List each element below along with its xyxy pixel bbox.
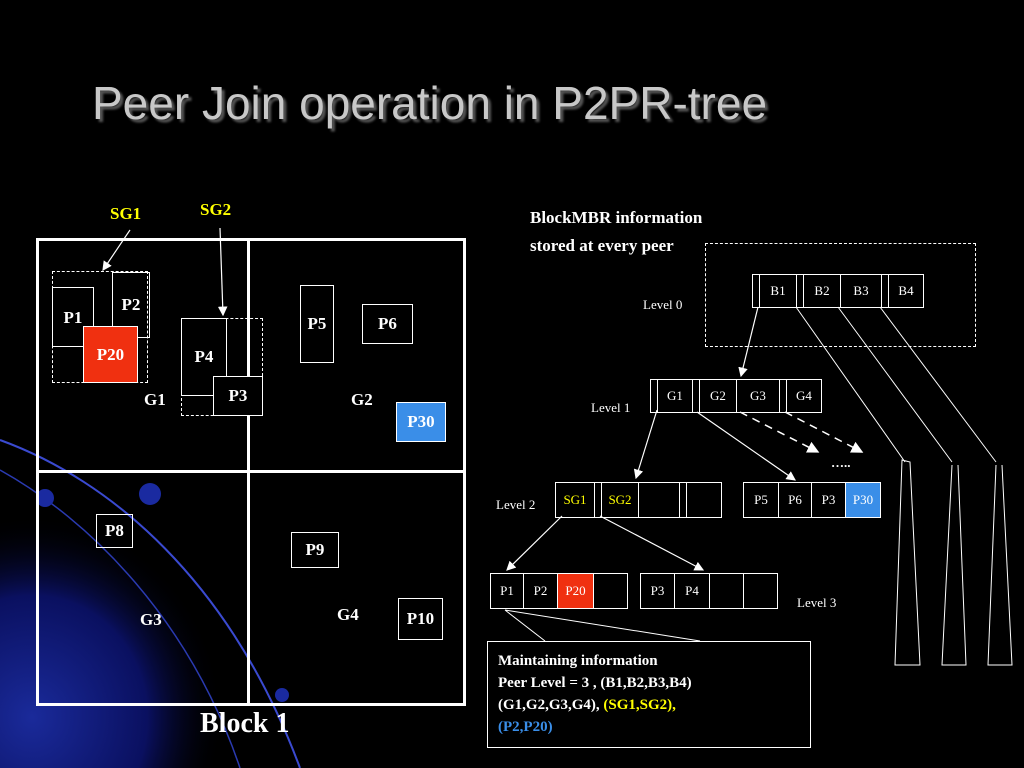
blockmbr-region xyxy=(705,243,976,347)
maintaining-info-box: Maintaining information Peer Level = 3 ,… xyxy=(487,641,811,748)
level-0-label: Level 0 xyxy=(643,297,683,312)
peer-p8[interactable]: P8 xyxy=(96,514,133,548)
level1-cell-g2[interactable]: G2 xyxy=(699,379,737,413)
level-2-label: Level 2 xyxy=(496,497,536,512)
level2-cell-p30[interactable]: P30 xyxy=(845,482,881,518)
peer-p5-label: P5 xyxy=(307,314,327,333)
info-line-2: Peer Level = 3 , (B1,B2,B3,B4) xyxy=(498,675,692,691)
peer-p2-label: P2 xyxy=(121,295,141,314)
info-line-1: Maintaining information xyxy=(498,653,658,669)
peer-p6-label: P6 xyxy=(378,314,397,333)
level2-cell-empty-2 xyxy=(686,482,722,518)
level0-cell-b2-label[interactable]: B2 xyxy=(803,274,841,308)
level2-cell-p5[interactable]: P5 xyxy=(743,482,779,518)
info-line-3: (G1,G2,G3,G4), (SG1,SG2), xyxy=(498,694,800,716)
group-g2-label: G2 xyxy=(351,390,373,409)
level3-cell-empty-2 xyxy=(709,573,744,609)
level3-cell-p2[interactable]: P2 xyxy=(523,573,558,609)
group-g4-label: G4 xyxy=(337,605,359,624)
level3-cell-p20[interactable]: P20 xyxy=(557,573,594,609)
level3-cell-empty-3 xyxy=(743,573,778,609)
peer-p9[interactable]: P9 xyxy=(291,532,339,568)
peer-p9-label: P9 xyxy=(305,540,325,559)
group-g1-label: G1 xyxy=(144,390,166,409)
level3-cell-p4[interactable]: P4 xyxy=(674,573,710,609)
peer-p10-label: P10 xyxy=(406,609,435,628)
sg2-label: SG2 xyxy=(200,200,232,219)
info-line-3-groups: (G1,G2,G3,G4), xyxy=(498,697,600,713)
peer-p20[interactable]: P20 xyxy=(83,326,138,383)
peer-p3[interactable]: P3 xyxy=(213,376,263,416)
level2-cell-empty-1 xyxy=(638,482,680,518)
level2-cell-sg1[interactable]: SG1 xyxy=(555,482,595,518)
level-3-label: Level 3 xyxy=(797,595,837,610)
peer-p1[interactable]: P1 xyxy=(52,287,94,347)
level2-cell-p6[interactable]: P6 xyxy=(778,482,812,518)
level1-cell-g4[interactable]: G4 xyxy=(786,379,822,413)
block-horizontal-divider xyxy=(38,470,464,473)
tree-heading-line2: stored at every peer xyxy=(530,236,674,255)
level1-cell-g3[interactable]: G3 xyxy=(736,379,780,413)
info-line-4: (P2,P20) xyxy=(498,719,553,735)
sg1-label: SG1 xyxy=(110,204,142,223)
level3-cell-p3[interactable]: P3 xyxy=(640,573,675,609)
tree-heading-line1: BlockMBR information xyxy=(530,208,703,227)
block-1-map xyxy=(36,238,466,706)
level0-cell-b4-label[interactable]: B4 xyxy=(888,274,924,308)
peer-p5[interactable]: P5 xyxy=(300,285,334,363)
block-caption: Block 1 xyxy=(200,708,290,739)
level3-cell-empty-1 xyxy=(593,573,628,609)
slide-title: Peer Join operation in P2PR-tree xyxy=(92,77,768,129)
peer-p4[interactable]: P4 xyxy=(181,318,227,396)
peer-p30-label: P30 xyxy=(407,412,435,431)
peer-p3-label: P3 xyxy=(228,386,248,405)
peer-p30[interactable]: P30 xyxy=(396,402,446,442)
peer-p8-label: P8 xyxy=(105,521,124,540)
level1-cell-g1[interactable]: G1 xyxy=(657,379,693,413)
peer-p1-label: P1 xyxy=(63,308,83,327)
level0-cell-b3[interactable]: B3 xyxy=(840,274,882,308)
level-1-label: Level 1 xyxy=(591,400,631,415)
peer-p10[interactable]: P10 xyxy=(398,598,443,640)
peer-p4-label: P4 xyxy=(194,347,214,366)
peer-p20-label: P20 xyxy=(96,344,125,364)
level2-cell-p3[interactable]: P3 xyxy=(811,482,846,518)
group-g3-label: G3 xyxy=(140,610,162,629)
level3-cell-p1[interactable]: P1 xyxy=(490,573,524,609)
info-line-3-subgroups: (SG1,SG2), xyxy=(603,697,676,713)
peer-p6[interactable]: P6 xyxy=(362,304,413,344)
level2-cell-sg2[interactable]: SG2 xyxy=(601,482,639,518)
level1-ellipsis: ….. xyxy=(831,455,851,470)
level0-cell-b1[interactable]: B1 xyxy=(759,274,797,308)
